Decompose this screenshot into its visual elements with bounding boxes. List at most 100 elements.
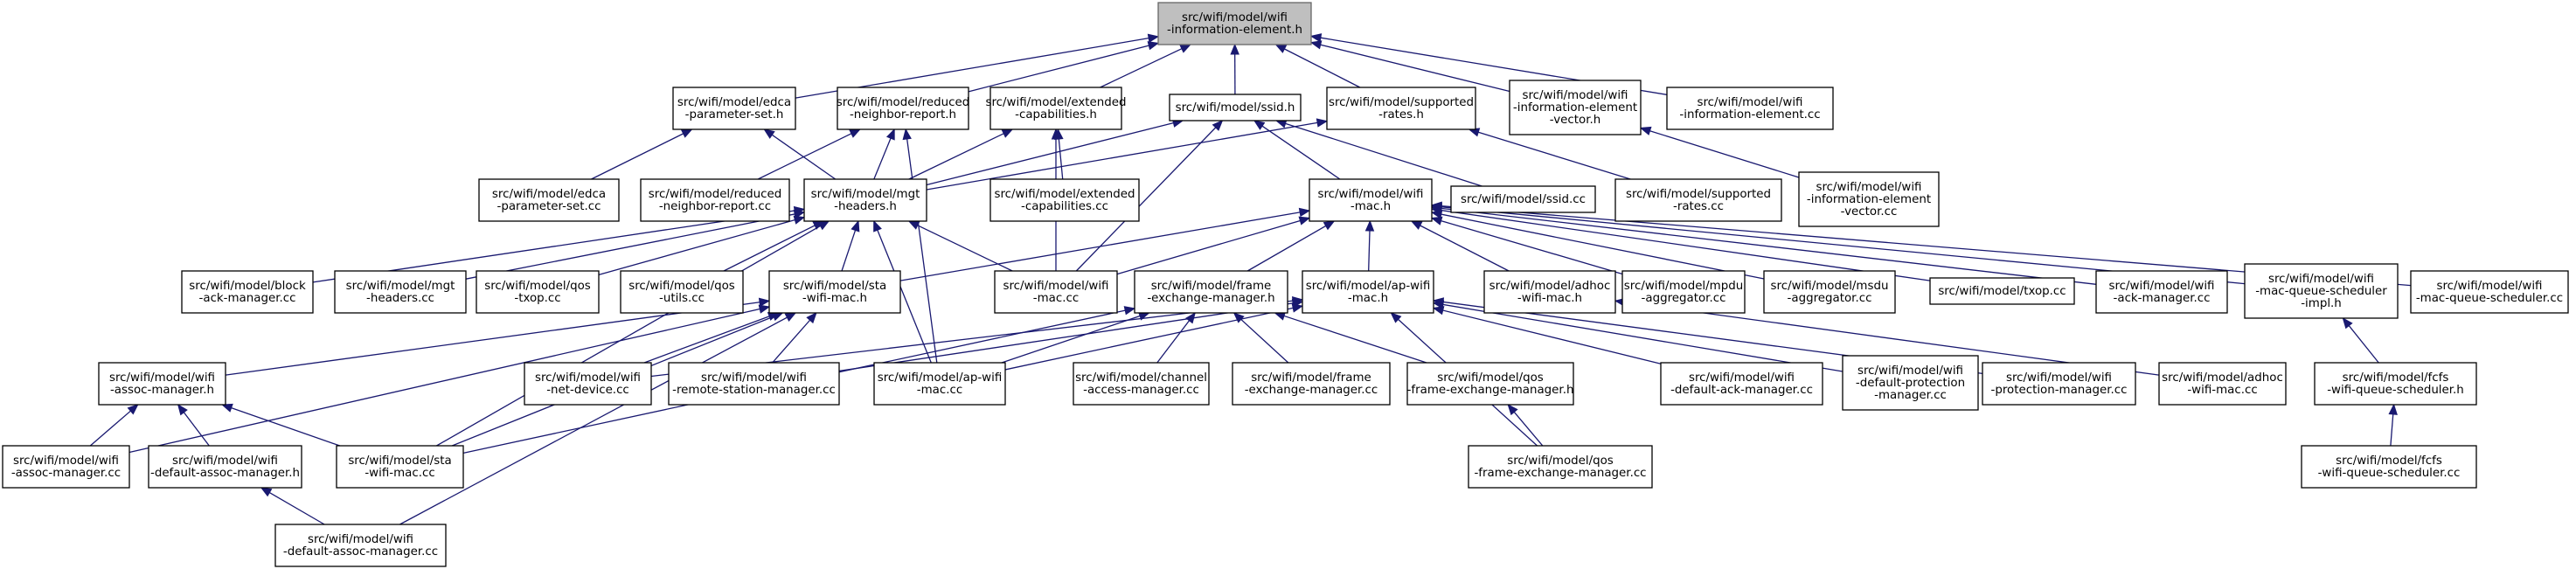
node-default-assoc-manager-cc[interactable]: src/wifi/model/wifi-default-assoc-manage… <box>274 524 447 567</box>
node-label: src/wifi/model/wifi <box>701 371 807 385</box>
node-information-element-cc[interactable]: src/wifi/model/wifi-information-element.… <box>1666 87 1834 130</box>
node-mac-queue-scheduler-cc[interactable]: src/wifi/model/wifi-mac-queue-scheduler.… <box>2410 270 2569 314</box>
node-information-element-h[interactable]: src/wifi/model/wifi-information-element.… <box>1157 2 1312 45</box>
node-label: src/wifi/model/wifi <box>172 455 278 468</box>
node-information-element-vector-h[interactable]: src/wifi/model/wifi-information-element-… <box>1509 80 1642 135</box>
node-frame-exchange-manager-h[interactable]: src/wifi/model/frame-exchange-manager.h <box>1134 270 1288 314</box>
node-box <box>1483 270 1616 314</box>
edge-qos-frame-exchange-manager-cc-to-qos-frame-exchange-manager-h <box>1507 403 1544 447</box>
arrowhead-icon <box>1432 297 1445 307</box>
edge-edca-parameter-set-cc-to-edca-parameter-set-h <box>591 128 693 180</box>
edge-ap-wifi-mac-h-to-wifi-mac-h <box>1364 219 1375 272</box>
edge-ssid-cc-to-ssid-h <box>1274 119 1482 187</box>
edge-qos-utils-cc-to-mgt-headers-h <box>723 220 825 272</box>
node-block-ack-manager-cc[interactable]: src/wifi/model/block-ack-manager.cc <box>181 270 314 314</box>
node-box <box>2410 270 2569 314</box>
edge-fcfs-wifi-queue-scheduler-h-to-mac-queue-scheduler-impl-h <box>2342 316 2379 364</box>
node-fcfs-wifi-queue-scheduler-h[interactable]: src/wifi/model/fcfs-wifi-queue-scheduler… <box>2314 362 2477 406</box>
node-channel-access-manager-cc[interactable]: src/wifi/model/channel-access-manager.cc <box>1073 362 1210 406</box>
node-ap-wifi-mac-h[interactable]: src/wifi/model/ap-wifi-mac.h <box>1302 270 1434 314</box>
edge-default-assoc-manager-cc-to-sta-wifi-mac-h <box>399 312 797 525</box>
node-label: -rates.cc <box>1673 200 1724 213</box>
node-label: src/wifi/model/extended <box>994 188 1135 201</box>
node-wifi-mac-cc[interactable]: src/wifi/model/wifi-mac.cc <box>994 270 1118 314</box>
edge-default-ack-manager-cc-to-ap-wifi-mac-h <box>1432 306 1662 364</box>
arrowhead-icon <box>1639 126 1652 135</box>
node-sta-wifi-mac-h[interactable]: src/wifi/model/sta-wifi-mac.h <box>768 270 901 314</box>
node-mgt-headers-h[interactable]: src/wifi/model/mgt-headers.h <box>803 178 927 222</box>
node-qos-frame-exchange-manager-h[interactable]: src/wifi/model/qos-frame-exchange-manage… <box>1406 362 1574 406</box>
node-label: src/wifi/model/reduced <box>649 188 781 201</box>
node-extended-capabilities-h[interactable]: src/wifi/model/extended-capabilities.h <box>985 87 1127 130</box>
node-box <box>1468 445 1653 489</box>
node-label: -headers.cc <box>366 292 434 305</box>
node-box <box>768 270 901 314</box>
node-msdu-aggregator-cc[interactable]: src/wifi/model/msdu-aggregator.cc <box>1763 270 1896 314</box>
node-label: src/wifi/model/wifi <box>2109 280 2215 293</box>
node-label: src/wifi/model/ap-wifi <box>1306 280 1431 293</box>
node-label: -rates.h <box>1378 108 1424 121</box>
node-fcfs-wifi-queue-scheduler-cc[interactable]: src/wifi/model/fcfs-wifi-queue-scheduler… <box>2301 445 2477 489</box>
node-edca-parameter-set-cc[interactable]: src/wifi/model/edca-parameter-set.cc <box>478 178 620 222</box>
node-frame-exchange-manager-cc[interactable]: src/wifi/model/frame-exchange-manager.cc <box>1232 362 1391 406</box>
edge-line <box>1441 213 1765 280</box>
node-box <box>803 178 927 222</box>
node-supported-rates-h[interactable]: src/wifi/model/supported-rates.h <box>1326 87 1476 130</box>
node-reduced-neighbor-report-h[interactable]: src/wifi/model/reduced-neighbor-report.h <box>837 87 969 130</box>
node-extended-capabilities-cc[interactable]: src/wifi/model/extended-capabilities.cc <box>989 178 1140 222</box>
edge-line <box>1004 307 1294 371</box>
edge-line <box>1478 131 1631 180</box>
node-box <box>873 362 1006 406</box>
node-ack-manager-cc[interactable]: src/wifi/model/wifi-ack-manager.cc <box>2095 270 2228 314</box>
node-label: -information-element <box>1807 193 1931 206</box>
node-label: -wifi-mac.cc <box>2187 384 2257 397</box>
node-edca-parameter-set-h[interactable]: src/wifi/model/edca-parameter-set.h <box>672 87 796 130</box>
node-ap-wifi-mac-cc[interactable]: src/wifi/model/ap-wifi-mac.cc <box>873 362 1006 406</box>
node-adhoc-wifi-mac-h[interactable]: src/wifi/model/adhoc-wifi-mac.h <box>1483 270 1616 314</box>
node-mac-queue-scheduler-impl-h[interactable]: src/wifi/model/wifi-mac-queue-scheduler-… <box>2244 263 2399 319</box>
edge-line <box>89 410 131 447</box>
node-qos-frame-exchange-manager-cc[interactable]: src/wifi/model/qos-frame-exchange-manage… <box>1468 445 1653 489</box>
node-supported-rates-cc[interactable]: src/wifi/model/supported-rates.cc <box>1614 178 1782 222</box>
node-protection-manager-cc[interactable]: src/wifi/model/wifi-protection-manager.c… <box>1982 362 2136 406</box>
node-label: src/wifi/model/wifi <box>1698 96 1803 109</box>
node-assoc-manager-cc[interactable]: src/wifi/model/wifi-assoc-manager.cc <box>2 445 130 489</box>
node-default-ack-manager-cc[interactable]: src/wifi/model/wifi-default-ack-manager.… <box>1660 362 1823 406</box>
node-mpdu-aggregator-cc[interactable]: src/wifi/model/mpdu-aggregator.cc <box>1621 270 1746 314</box>
node-label: src/wifi/model/wifi <box>1689 371 1795 385</box>
node-net-device-cc[interactable]: src/wifi/model/wifi-net-device.cc <box>524 362 652 406</box>
node-ssid-cc[interactable]: src/wifi/model/ssid.cc <box>1450 185 1596 213</box>
node-box <box>1660 362 1823 406</box>
node-ssid-h[interactable]: src/wifi/model/ssid.h <box>1169 94 1302 121</box>
node-box <box>2301 445 2477 489</box>
node-adhoc-wifi-mac-cc[interactable]: src/wifi/model/adhoc-wifi-mac.cc <box>2158 362 2287 406</box>
node-sta-wifi-mac-cc[interactable]: src/wifi/model/sta-wifi-mac.cc <box>336 445 464 489</box>
node-default-assoc-manager-h[interactable]: src/wifi/model/wifi-default-assoc-manage… <box>148 445 302 489</box>
node-remote-station-manager-cc[interactable]: src/wifi/model/wifi-remote-station-manag… <box>668 362 840 406</box>
node-assoc-manager-h[interactable]: src/wifi/model/wifi-assoc-manager.h <box>98 362 226 406</box>
node-label: -exchange-manager.cc <box>1245 384 1378 397</box>
arrowhead-icon <box>902 128 912 141</box>
node-label: -wifi-queue-scheduler.h <box>2327 384 2464 397</box>
node-reduced-neighbor-report-cc[interactable]: src/wifi/model/reduced-neighbor-report.c… <box>640 178 790 222</box>
node-qos-utils-cc[interactable]: src/wifi/model/qos-utils.cc <box>620 270 744 314</box>
node-wifi-mac-h[interactable]: src/wifi/model/wifi-mac.h <box>1309 178 1433 222</box>
node-qos-txop-cc[interactable]: src/wifi/model/qos-txop.cc <box>476 270 600 314</box>
edge-line <box>1284 48 1361 88</box>
edge-information-element-vector-h-to-information-element-h <box>1309 40 1510 93</box>
edge-line <box>877 229 932 364</box>
node-default-protection-manager-cc[interactable]: src/wifi/model/wifi-default-protection-m… <box>1842 355 1979 411</box>
node-information-element-vector-cc[interactable]: src/wifi/model/wifi-information-element-… <box>1798 171 1940 227</box>
node-box <box>98 362 226 406</box>
node-box <box>1798 171 1940 227</box>
node-mgt-headers-cc[interactable]: src/wifi/model/mgt-headers.cc <box>334 270 467 314</box>
arrowhead-icon <box>758 304 771 314</box>
edge-qos-txop-cc-to-mgt-headers-h <box>598 215 806 276</box>
node-label: -aggregator.cc <box>1788 292 1872 305</box>
edge-line <box>908 133 1004 180</box>
edge-frame-exchange-manager-h-to-wifi-mac-h <box>1246 220 1336 272</box>
node-box <box>2 445 130 489</box>
node-txop-cc[interactable]: src/wifi/model/txop.cc <box>1929 277 2075 305</box>
